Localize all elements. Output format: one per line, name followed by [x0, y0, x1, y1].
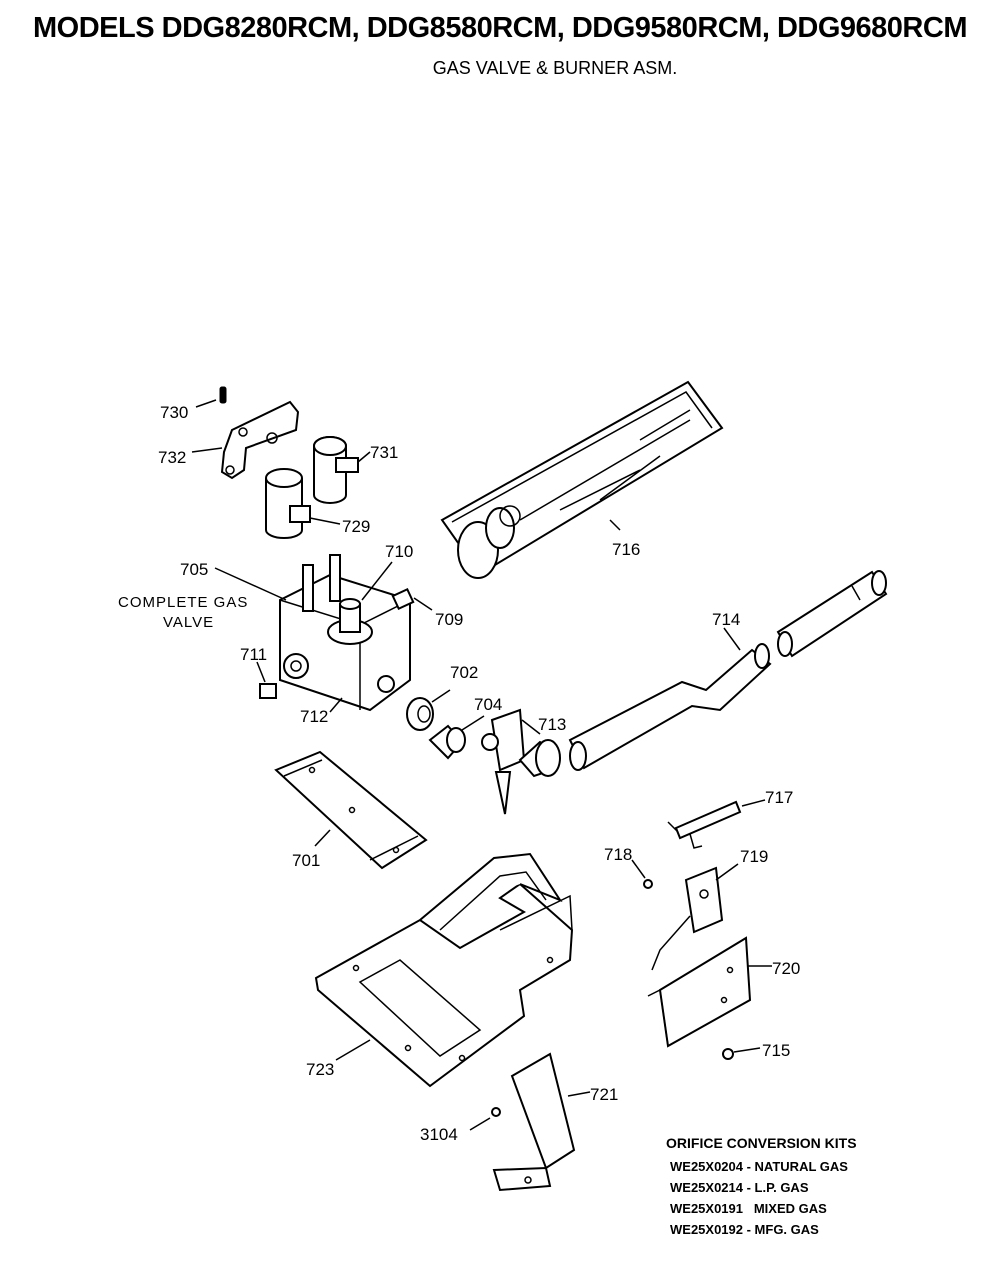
kit-item: WE25X0204 - NATURAL GAS: [670, 1159, 848, 1174]
complete-gas-valve-label-line1: COMPLETE GAS: [118, 594, 248, 611]
part-717-igniter: [667, 799, 766, 849]
part-731-solenoid-coil: [313, 436, 371, 504]
kit-item: WE25X0192 - MFG. GAS: [670, 1222, 819, 1237]
kit-item: WE25X0191 MIXED GAS: [670, 1201, 827, 1216]
callout-712: 712: [300, 707, 328, 726]
callout-709: 709: [435, 610, 463, 629]
part-709-fitting: [391, 587, 433, 611]
callout-720: 720: [772, 959, 800, 978]
callout-721: 721: [590, 1085, 618, 1104]
callout-715: 715: [762, 1041, 790, 1060]
callout-714: 714: [712, 610, 740, 629]
part-721-burner-shield: [492, 1052, 591, 1192]
callout-3104: 3104: [420, 1125, 458, 1144]
part-701-mounting-plate: [274, 750, 428, 870]
callout-711: 711: [240, 645, 267, 664]
callout-717: 717: [765, 788, 793, 807]
callout-723: 723: [306, 1060, 334, 1079]
callout-719: 719: [740, 847, 768, 866]
callout-713: 713: [538, 715, 566, 734]
callout-701: 701: [292, 851, 320, 870]
callout-718: 718: [604, 845, 632, 864]
part-burner-extension-tube: [776, 570, 888, 658]
part-730-screw: [195, 386, 227, 408]
part-702-orifice-holder: [406, 689, 451, 731]
callout-731: 731: [370, 443, 398, 462]
callout-732: 732: [158, 448, 186, 467]
callout-716: 716: [612, 540, 640, 559]
callout-705: 705: [180, 560, 208, 579]
part-723-burner-base-frame: [314, 852, 574, 1088]
part-3104-screw: [469, 1107, 501, 1131]
orifice-conversion-kits-list: ORIFICE CONVERSION KITS WE25X0204 - NATU…: [666, 1135, 857, 1237]
callout-702: 702: [450, 663, 478, 682]
part-711-fitting: [256, 661, 277, 699]
part-729-solenoid-coil: [265, 468, 341, 539]
kits-title: ORIFICE CONVERSION KITS: [666, 1135, 857, 1151]
part-719-flame-sensor: [651, 863, 739, 971]
part-718-screw: [631, 859, 653, 889]
kit-item: WE25X0214 - L.P. GAS: [670, 1180, 809, 1195]
part-705-complete-gas-valve: [214, 554, 411, 712]
part-714-burner-tube: [568, 627, 772, 771]
callout-730: 730: [160, 403, 188, 422]
part-716-burner-assembly: [440, 380, 724, 579]
part-720-sensor-bracket: [647, 936, 772, 1048]
part-732-coil-bracket: [191, 400, 300, 480]
part-713-mixer-elbow: [481, 708, 561, 815]
part-715-screw: [722, 1047, 761, 1060]
callout-704: 704: [474, 695, 502, 714]
page-title: MODELS DDG8280RCM, DDG8580RCM, DDG9580RC…: [33, 12, 967, 44]
page-subtitle: GAS VALVE & BURNER ASM.: [432, 58, 678, 78]
leader-712: [329, 697, 343, 713]
callout-729: 729: [342, 517, 370, 536]
complete-gas-valve-label-line2: VALVE: [163, 614, 214, 631]
callout-710: 710: [385, 542, 413, 561]
part-704-orifice: [428, 715, 485, 760]
